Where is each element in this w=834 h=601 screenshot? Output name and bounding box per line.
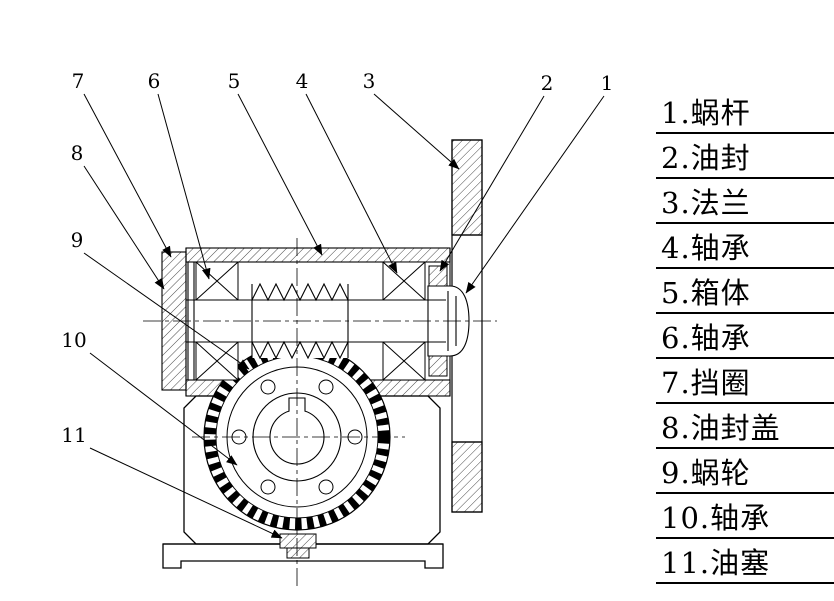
callout-numbers: 7 6 5 4 3 2 1 8 9 10 11 bbox=[61, 69, 613, 447]
parts-list: 1.蜗杆 2.油封 3.法兰 4.轴承 5.箱体 6.轴承 7.挡圈 8.油封盖… bbox=[656, 89, 834, 584]
callout-8: 8 bbox=[71, 141, 84, 165]
parts-list-row-8: 8.油封盖 bbox=[656, 404, 834, 449]
leader-10 bbox=[89, 352, 238, 466]
callout-5: 5 bbox=[228, 69, 241, 93]
leader-3 bbox=[373, 93, 460, 170]
leader-9 bbox=[83, 252, 250, 370]
leader-8 bbox=[83, 165, 165, 290]
base-foot bbox=[162, 543, 444, 569]
leader-1 bbox=[465, 95, 605, 294]
parts-list-row-6: 6.轴承 bbox=[656, 314, 834, 359]
callout-6: 6 bbox=[148, 69, 161, 93]
callout-7: 7 bbox=[72, 69, 85, 93]
parts-list-row-1: 1.蜗杆 bbox=[656, 89, 834, 134]
part-label: 11.油塞 bbox=[661, 545, 771, 580]
oil-plug bbox=[279, 533, 317, 559]
leader-7 bbox=[83, 93, 172, 258]
leader-11 bbox=[89, 447, 283, 539]
part-label: 2.油封 bbox=[661, 140, 751, 175]
leader-5 bbox=[237, 93, 323, 256]
flange bbox=[451, 139, 483, 513]
leader-4 bbox=[305, 93, 398, 274]
leader-2 bbox=[439, 95, 545, 272]
parts-list-row-2: 2.油封 bbox=[656, 134, 834, 179]
parts-list-row-3: 3.法兰 bbox=[656, 179, 834, 224]
leader-lines bbox=[83, 93, 605, 539]
parts-list-row-4: 4.轴承 bbox=[656, 224, 834, 269]
parts-list-row-10: 10.轴承 bbox=[656, 494, 834, 539]
callout-3: 3 bbox=[363, 69, 376, 93]
leader-6 bbox=[157, 93, 211, 280]
parts-list-row-7: 7.挡圈 bbox=[656, 359, 834, 404]
callout-4: 4 bbox=[296, 69, 309, 93]
part-label: 3.法兰 bbox=[661, 185, 751, 220]
centerlines bbox=[143, 238, 497, 586]
callout-2: 2 bbox=[541, 71, 554, 95]
part-label: 1.蜗杆 bbox=[661, 95, 751, 130]
part-label: 8.油封盖 bbox=[661, 410, 781, 445]
parts-list-row-5: 5.箱体 bbox=[656, 269, 834, 314]
part-label: 6.轴承 bbox=[661, 320, 751, 355]
callout-9: 9 bbox=[71, 228, 84, 252]
parts-list-row-11: 11.油塞 bbox=[656, 539, 834, 584]
callout-11: 11 bbox=[61, 423, 86, 447]
part-label: 5.箱体 bbox=[661, 275, 751, 310]
part-label: 10.轴承 bbox=[661, 500, 771, 535]
part-label: 7.挡圈 bbox=[661, 365, 751, 400]
parts-list-row-9: 9.蜗轮 bbox=[656, 449, 834, 494]
callout-1: 1 bbox=[601, 71, 614, 95]
part-label: 9.蜗轮 bbox=[661, 455, 751, 490]
callout-10: 10 bbox=[61, 328, 86, 352]
part-label: 4.轴承 bbox=[661, 230, 751, 265]
